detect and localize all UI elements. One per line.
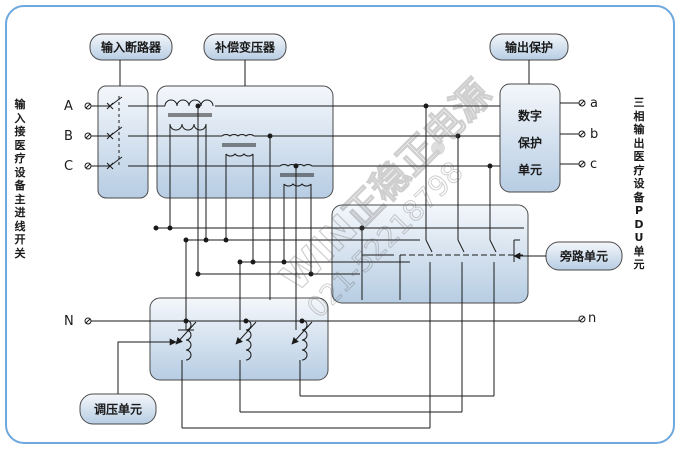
bypass-unit-label: 旁路单元 xyxy=(545,241,623,271)
breaker-contacts xyxy=(106,102,114,170)
comp-transformer-label: 补偿变压器 xyxy=(203,33,287,61)
terminal-n-in: N xyxy=(64,314,74,329)
comp-transformer-box xyxy=(156,85,334,199)
terminal-b-in: B xyxy=(64,129,73,144)
svg-text:调压单元: 调压单元 xyxy=(94,402,142,417)
svg-text:输入断路器: 输入断路器 xyxy=(101,40,162,55)
input-breaker-box xyxy=(97,85,149,199)
output-protection-label: 输出保护 xyxy=(489,33,569,61)
left-side-text: 输入接医疗设备主进线开关 xyxy=(14,98,26,260)
terminal-b-out: b xyxy=(590,127,598,142)
terminal-labels: A B C N a b c n xyxy=(64,96,598,329)
digital-protection-text: 数字 保护 单元 xyxy=(517,108,542,177)
regulator-box xyxy=(149,297,329,381)
transformer-coils xyxy=(164,99,314,187)
junction-dots xyxy=(153,103,493,324)
svg-text:旁路单元: 旁路单元 xyxy=(559,249,608,264)
interconnect-wires xyxy=(156,106,524,429)
svg-text:单元: 单元 xyxy=(518,162,542,177)
terminal-a-out: a xyxy=(590,96,598,111)
label-connectors xyxy=(117,60,546,394)
svg-text:数字: 数字 xyxy=(518,108,542,123)
svg-text:补偿变压器: 补偿变压器 xyxy=(214,40,276,55)
svg-text:保护: 保护 xyxy=(517,135,542,150)
terminal-c-out: c xyxy=(590,157,597,172)
terminal-n-out: n xyxy=(588,311,596,326)
digital-protection-box xyxy=(499,83,561,193)
regulator-coils xyxy=(175,319,313,361)
terminal-a-in: A xyxy=(64,99,73,114)
terminal-c-in: C xyxy=(64,159,73,174)
input-breaker-label: 输入断路器 xyxy=(89,33,173,61)
regulator-unit-label: 调压单元 xyxy=(79,393,157,425)
svg-text:输出保护: 输出保护 xyxy=(505,40,553,55)
